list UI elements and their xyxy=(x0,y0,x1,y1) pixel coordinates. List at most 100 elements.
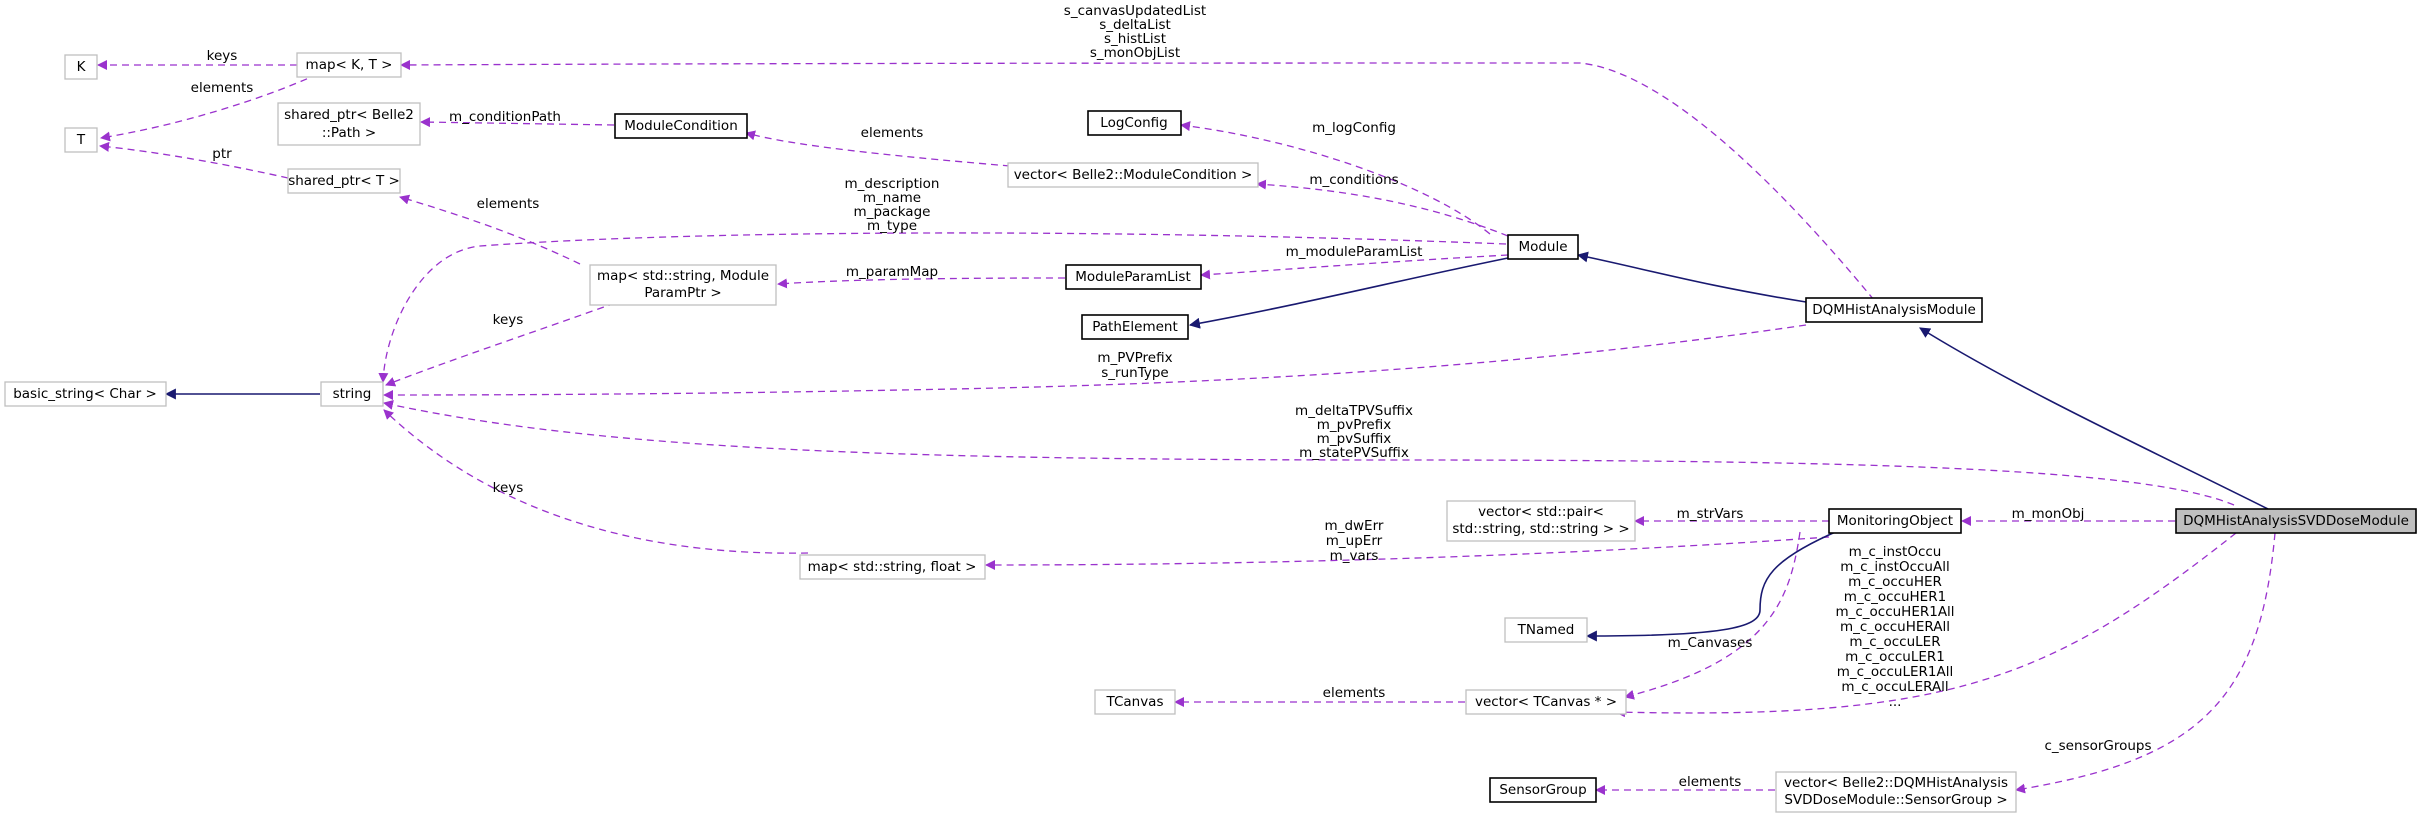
node-string[interactable]: string xyxy=(320,381,384,407)
label-canvas-0: m_c_instOccu xyxy=(1849,544,1942,560)
edge-inherit-tnamed xyxy=(1585,529,1841,642)
label-module-string-2: m_package xyxy=(854,204,931,220)
svg-text:vector< std::pair<: vector< std::pair< xyxy=(1478,504,1604,520)
node-map-param[interactable]: map< std::string, Module ParamPtr > xyxy=(589,264,777,306)
edge-conditions xyxy=(1256,179,1509,237)
label-conditions: m_conditions xyxy=(1309,172,1398,188)
svg-text:SensorGroup: SensorGroup xyxy=(1499,782,1586,798)
node-monitoring-object[interactable]: MonitoringObject xyxy=(1828,508,1962,534)
edge-inherit-dqm xyxy=(1919,327,2269,510)
node-vector-tcanvas[interactable]: vector< TCanvas * > xyxy=(1465,689,1627,715)
label-pv-prefix-1: s_runType xyxy=(1101,365,1168,381)
nodes: K T map< K, T > shared_ptr< Belle2 ::Pat… xyxy=(4,52,2417,813)
label-svd-string-1: m_pvPrefix xyxy=(1317,417,1391,433)
label-elements-shared: elements xyxy=(477,196,540,212)
edge-vector-condition xyxy=(745,130,1011,167)
node-module-condition[interactable]: ModuleCondition xyxy=(614,113,748,139)
node-shared-ptr-path[interactable]: shared_ptr< Belle2 ::Path > xyxy=(277,102,421,146)
label-m-canvases: m_Canvases xyxy=(1668,635,1753,651)
node-sensor-group[interactable]: SensorGroup xyxy=(1489,777,1597,803)
label-canvas-5: m_c_occuHERAll xyxy=(1840,619,1950,635)
edge-ptr xyxy=(99,141,289,179)
label-keys-param: keys xyxy=(493,312,524,328)
label-err-var-2: m_vars xyxy=(1330,548,1379,564)
label-condition-path: m_conditionPath xyxy=(449,109,561,125)
label-svd-string-2: m_pvSuffix xyxy=(1317,431,1392,447)
node-path-element[interactable]: PathElement xyxy=(1081,314,1189,340)
edge-inherit-path-element xyxy=(1188,257,1509,329)
svg-text:ModuleCondition: ModuleCondition xyxy=(624,118,738,134)
label-ptr: ptr xyxy=(212,146,232,162)
edge-inherit-module xyxy=(1576,251,1807,303)
svg-text:ModuleParamList: ModuleParamList xyxy=(1075,269,1190,285)
svg-text:MonitoringObject: MonitoringObject xyxy=(1837,513,1953,529)
edge-param-map xyxy=(777,277,1066,289)
node-vector-module-condition[interactable]: vector< Belle2::ModuleCondition > xyxy=(1007,162,1259,188)
node-log-config[interactable]: LogConfig xyxy=(1087,110,1182,136)
svg-text:ParamPtr >: ParamPtr > xyxy=(644,285,721,301)
edge-logconfig xyxy=(1180,121,1491,235)
label-elements-map: elements xyxy=(191,80,254,96)
label-canvas-9: m_c_occuLERAll xyxy=(1841,679,1948,695)
edge-dqm-lists xyxy=(400,59,1875,301)
svg-text:T: T xyxy=(76,132,86,148)
node-module-param-list[interactable]: ModuleParamList xyxy=(1065,264,1202,290)
node-map-k-t[interactable]: map< K, T > xyxy=(296,52,402,78)
label-dqm-list-2: s_histList xyxy=(1104,31,1166,47)
label-canvas-4: m_c_occuHER1All xyxy=(1835,604,1954,620)
label-svd-string-3: m_statePVSuffix xyxy=(1299,445,1409,461)
edge-sensor-groups xyxy=(2015,532,2276,794)
label-param-map: m_paramMap xyxy=(846,264,938,280)
label-module-string-3: m_type xyxy=(867,218,917,234)
svg-text:TNamed: TNamed xyxy=(1517,622,1575,638)
label-monobj: m_monObj xyxy=(2012,506,2085,522)
node-t[interactable]: T xyxy=(64,127,98,153)
svg-text:DQMHistAnalysisSVDDoseModule: DQMHistAnalysisSVDDoseModule xyxy=(2183,513,2409,529)
node-module[interactable]: Module xyxy=(1507,234,1579,260)
node-shared-ptr-t[interactable]: shared_ptr< T > xyxy=(287,168,401,194)
edge-module-param-list xyxy=(1200,254,1509,280)
label-dqm-list-3: s_monObjList xyxy=(1090,45,1180,61)
label-dqm-list-1: s_deltaList xyxy=(1099,17,1171,33)
svg-text:PathElement: PathElement xyxy=(1092,319,1178,335)
label-module-param-list: m_moduleParamList xyxy=(1286,244,1423,260)
label-module-string-0: m_description xyxy=(845,176,940,192)
edge-labels: keys elements ptr m_conditionPath elemen… xyxy=(191,3,2152,790)
svg-text:vector< Belle2::DQMHistAnalysi: vector< Belle2::DQMHistAnalysis xyxy=(1784,775,2008,791)
edge-pv-prefix xyxy=(383,324,1807,400)
label-module-string-1: m_name xyxy=(863,190,921,206)
node-k[interactable]: K xyxy=(64,54,98,80)
label-pv-prefix-0: m_PVPrefix xyxy=(1097,350,1172,366)
edge-shared-elements xyxy=(399,194,581,265)
label-keys-map: keys xyxy=(207,48,238,64)
svg-text:Module: Module xyxy=(1518,239,1567,255)
edge-map-elements xyxy=(100,73,319,142)
svg-text:map< std::string, float >: map< std::string, float > xyxy=(808,559,977,575)
label-canvas-10: ... xyxy=(1889,694,1902,710)
node-basic-string[interactable]: basic_string< Char > xyxy=(4,381,167,407)
node-dqm-svd-dose-module[interactable]: DQMHistAnalysisSVDDoseModule xyxy=(2175,508,2417,534)
edge-svd-strings xyxy=(383,400,2235,506)
svg-text:SVDDoseModule::SensorGroup >: SVDDoseModule::SensorGroup > xyxy=(1784,792,2007,808)
svg-text:string: string xyxy=(333,386,372,402)
label-strvars: m_strVars xyxy=(1677,506,1744,522)
node-map-string-float[interactable]: map< std::string, float > xyxy=(799,554,986,580)
node-dqm-hist-analysis-module[interactable]: DQMHistAnalysisModule xyxy=(1805,297,1983,323)
node-tnamed[interactable]: TNamed xyxy=(1504,617,1588,643)
node-vector-sensor-group[interactable]: vector< Belle2::DQMHistAnalysis SVDDoseM… xyxy=(1775,771,2017,813)
svg-text:::Path >: ::Path > xyxy=(322,125,376,141)
label-sensor-groups: c_sensorGroups xyxy=(2044,738,2151,754)
label-elements-condition: elements xyxy=(861,125,924,141)
node-tcanvas[interactable]: TCanvas xyxy=(1094,689,1176,715)
label-canvas-3: m_c_occuHER1 xyxy=(1844,589,1946,605)
node-vector-pair[interactable]: vector< std::pair< std::string, std::str… xyxy=(1446,500,1636,542)
svg-text:std::string, std::string > >: std::string, std::string > > xyxy=(1452,521,1629,537)
label-svd-string-0: m_deltaTPVSuffix xyxy=(1295,403,1413,419)
svg-text:shared_ptr< Belle2: shared_ptr< Belle2 xyxy=(284,107,414,123)
label-err-var-0: m_dwErr xyxy=(1325,518,1384,534)
svg-text:shared_ptr< T >: shared_ptr< T > xyxy=(288,173,400,189)
label-logconfig: m_logConfig xyxy=(1312,120,1396,136)
svg-text:map< std::string, Module: map< std::string, Module xyxy=(597,268,769,284)
label-canvas-6: m_c_occuLER xyxy=(1849,634,1940,650)
